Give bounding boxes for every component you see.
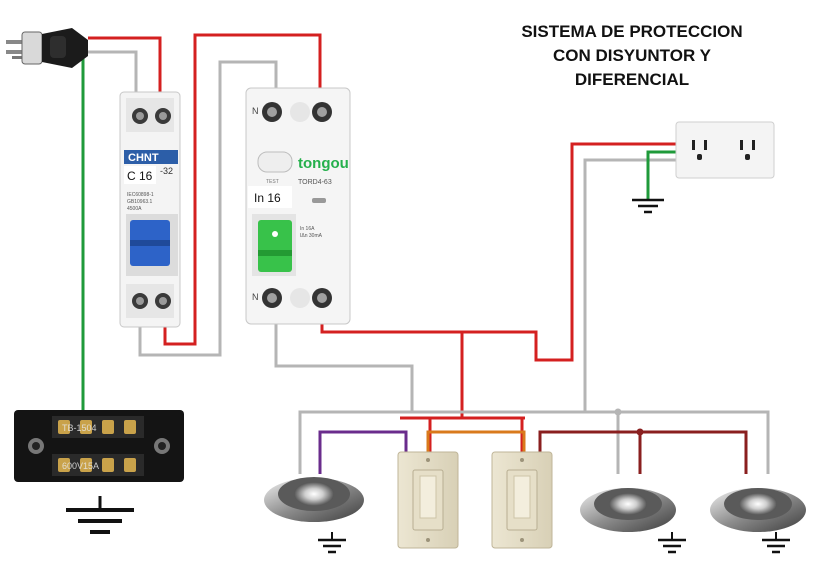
ground-icon: [632, 198, 664, 214]
ground-wire-outlet: [646, 150, 680, 200]
breaker-fine-print-1: IEC60898-1: [127, 192, 154, 198]
terminal-block-icon: TB-1504 600V15A: [14, 410, 184, 482]
neutral-wire-plug-to-breaker: [88, 50, 138, 100]
rcd-spec-line-2: IΔn 30mA: [300, 233, 323, 239]
breaker-rating-label: C 16: [127, 169, 153, 183]
rcd-rating-label: In 16: [254, 191, 281, 205]
downlight-icon: [580, 488, 676, 532]
wall-switch-icon: [397, 451, 459, 549]
ground-icon: [318, 532, 346, 554]
phase-wire-to-outlet: [462, 142, 680, 362]
switched-wire-light-1: [318, 430, 408, 474]
rcd-icon: N TEST tongou TORD4-63 In 16 In 16A IΔn …: [245, 87, 351, 325]
rcd-test-button: [257, 151, 293, 173]
ground-icon: [66, 496, 134, 534]
neutral-wire-rcd-out: [274, 312, 414, 412]
diagram-title-line-3: DIFERENCIAL: [574, 70, 690, 89]
breaker-fine-print-3: 4500A: [127, 206, 142, 212]
rcd-terminal-label-top: N: [252, 106, 259, 116]
wires: [81, 33, 770, 474]
neutral-wire-breaker-to-rcd: [138, 60, 278, 357]
breaker-fine-print-2: GB10963.1: [127, 199, 153, 205]
plug-icon: [6, 28, 88, 68]
ground-icon: [658, 532, 686, 554]
junction-dot-switched: [636, 428, 644, 436]
downlight-icon: [710, 488, 806, 532]
neutral-wire-bus: [298, 410, 770, 474]
terminal-block-bottom-text: 600V15A: [62, 461, 99, 471]
switched-wire-light-2: [426, 430, 526, 452]
diagram-title-line-2: CON DISYUNTOR Y: [552, 46, 712, 65]
rcd-brand: tongou: [298, 155, 349, 172]
breaker-brand: CHNT: [128, 152, 159, 164]
junction-dot-neutral: [614, 408, 622, 416]
downlight-icon: [264, 477, 364, 522]
wall-switch-icon: [491, 451, 553, 549]
rcd-terminal-label-bottom: N: [252, 292, 259, 302]
terminal-block-top-text: TB-1504: [62, 423, 97, 433]
diagram-title-line-1: SISTEMA DE PROTECCION: [521, 22, 743, 41]
breaker-icon: CHNT -32 C 16 IEC60898-1 GB10963.1 4500A: [119, 91, 181, 328]
neutral-wire-to-outlet: [583, 158, 680, 412]
breaker-model-suffix: -32: [160, 166, 173, 176]
outlet-icon: [675, 121, 775, 179]
rcd-test-label: TEST: [266, 179, 279, 185]
rcd-model: TORD4-63: [298, 179, 332, 186]
phase-wire-breaker-to-rcd: [163, 33, 322, 346]
rcd-toggle-lever: [258, 220, 292, 272]
rcd-spec-line-1: In 16A: [300, 226, 315, 232]
phase-wire-plug-to-breaker: [88, 36, 162, 100]
ground-icon: [762, 532, 790, 554]
switched-wire-lights-3-4: [538, 430, 748, 474]
